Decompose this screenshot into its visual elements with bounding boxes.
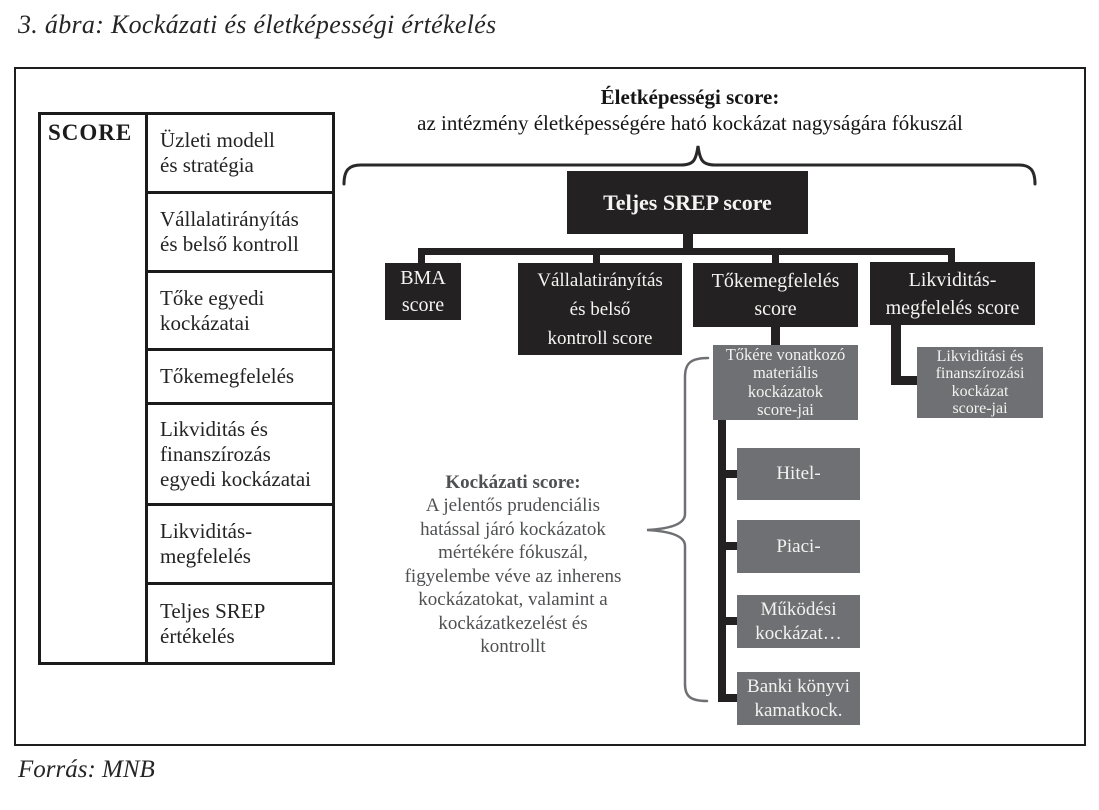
figure-title: 3. ábra: Kockázati és életképességi érté… [18,10,497,39]
viability-score-description: az intézmény életképességére ható kockáz… [417,111,963,135]
liquidity-adequacy-score-box: Likviditás- megfelelés score [870,262,1035,325]
score-row-liquidity-funding: Likviditás és finanszírozás egyedi kocká… [145,402,335,506]
score-row-total-srep: Teljes SREP értékelés [145,582,335,665]
risk-score-note: Kockázati score: A jelentős prudenciális… [358,471,668,659]
risk-score-description: A jelentős prudenciális hatással járó ko… [404,495,622,657]
score-row-business-model: Üzleti modell és stratégia [145,112,335,194]
score-row-capital-risks: Tőke egyedi kockázatai [145,270,335,351]
market-risk-box: Piaci- [737,520,860,573]
liquidity-funding-risks-box: Likviditási és finanszírozási kockázat s… [917,347,1043,418]
governance-score-box: Vállalatirányítás és belső kontroll scor… [518,263,682,355]
score-row-capital-adequacy: Tőkemegfelelés [145,348,335,405]
capital-material-risks-box: Tőkére vonatkozó materiális kockázatok s… [713,345,858,420]
score-row-governance: Vállalatirányítás és belső kontroll [145,191,335,273]
operational-risk-box: Működési kockázat… [737,595,860,648]
figure-source: Forrás: MNB [18,756,155,783]
viability-score-heading: Életképességi score: [600,85,780,109]
viability-score-note: Életképességi score: az intézmény életké… [340,84,1040,136]
bma-score-box: BMA score [385,263,461,320]
score-row-liquidity-adequacy: Likviditás- megfelelés [145,503,335,585]
banking-book-rate-risk-box: Banki könyvi kamatkock. [737,672,860,725]
risk-score-heading: Kockázati score: [445,472,581,493]
score-panel-label: SCORE [48,120,133,145]
credit-risk-box: Hitel- [737,448,860,500]
total-srep-score-box: Teljes SREP score [567,171,808,234]
capital-adequacy-score-box: Tőkemegfelelés score [693,263,858,327]
